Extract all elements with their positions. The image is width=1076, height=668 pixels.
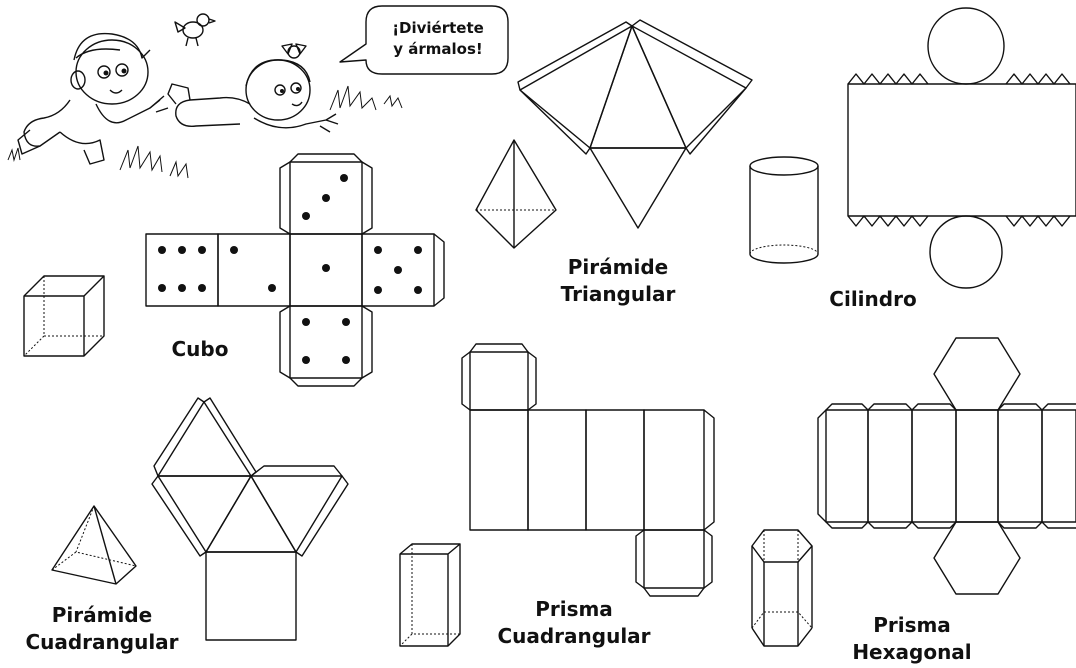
die-face-6 (158, 246, 206, 292)
die-face-3 (302, 174, 348, 220)
label-piramide-triangular-line-1: Pirámide (548, 254, 688, 281)
cube-3d-icon (24, 276, 104, 356)
square-prism-3d-icon (400, 544, 460, 646)
die-face-5 (374, 246, 422, 294)
speech-bubble-line-1: ¡Diviértete (376, 18, 500, 39)
grass-icon (8, 86, 402, 178)
label-prisma-cuadrangular-line-1: Prisma (486, 596, 662, 623)
label-piramide-cuadrangular-line-1: Pirámide (14, 602, 190, 629)
label-cilindro: Cilindro (818, 286, 928, 313)
speech-bubble-text: ¡Diviértete y ármalos! (376, 18, 500, 60)
die-face-1 (322, 264, 330, 272)
die-face-2 (230, 246, 276, 292)
hexagonal-prism-3d-icon (752, 530, 812, 646)
girl-character-icon (168, 44, 338, 132)
triangular-pyramid-net (518, 20, 752, 228)
hexagonal-prism-net (818, 338, 1076, 594)
triangular-pyramid-3d-icon (476, 140, 556, 248)
square-pyramid-3d-icon (52, 506, 136, 584)
label-piramide-cuadrangular: Pirámide Cuadrangular (14, 602, 190, 656)
label-prisma-hexagonal: Prisma Hexagonal (842, 612, 982, 666)
label-prisma-hexagonal-line-1: Prisma (842, 612, 982, 639)
cylinder-3d-icon (750, 157, 818, 263)
speech-bubble-line-2: y ármalos! (376, 39, 500, 60)
label-cubo: Cubo (160, 336, 240, 363)
cylinder-net (848, 8, 1076, 288)
bird-icon (175, 14, 215, 46)
boy-character-icon (18, 34, 168, 164)
label-piramide-triangular: Pirámide Triangular (548, 254, 688, 308)
label-prisma-cuadrangular-line-2: Cuadrangular (486, 623, 662, 650)
label-piramide-cuadrangular-line-2: Cuadrangular (14, 629, 190, 656)
label-prisma-cuadrangular: Prisma Cuadrangular (486, 596, 662, 650)
label-piramide-triangular-line-2: Triangular (548, 281, 688, 308)
die-face-4 (302, 318, 350, 364)
square-prism-net (462, 344, 714, 596)
label-prisma-hexagonal-line-2: Hexagonal (842, 639, 982, 666)
